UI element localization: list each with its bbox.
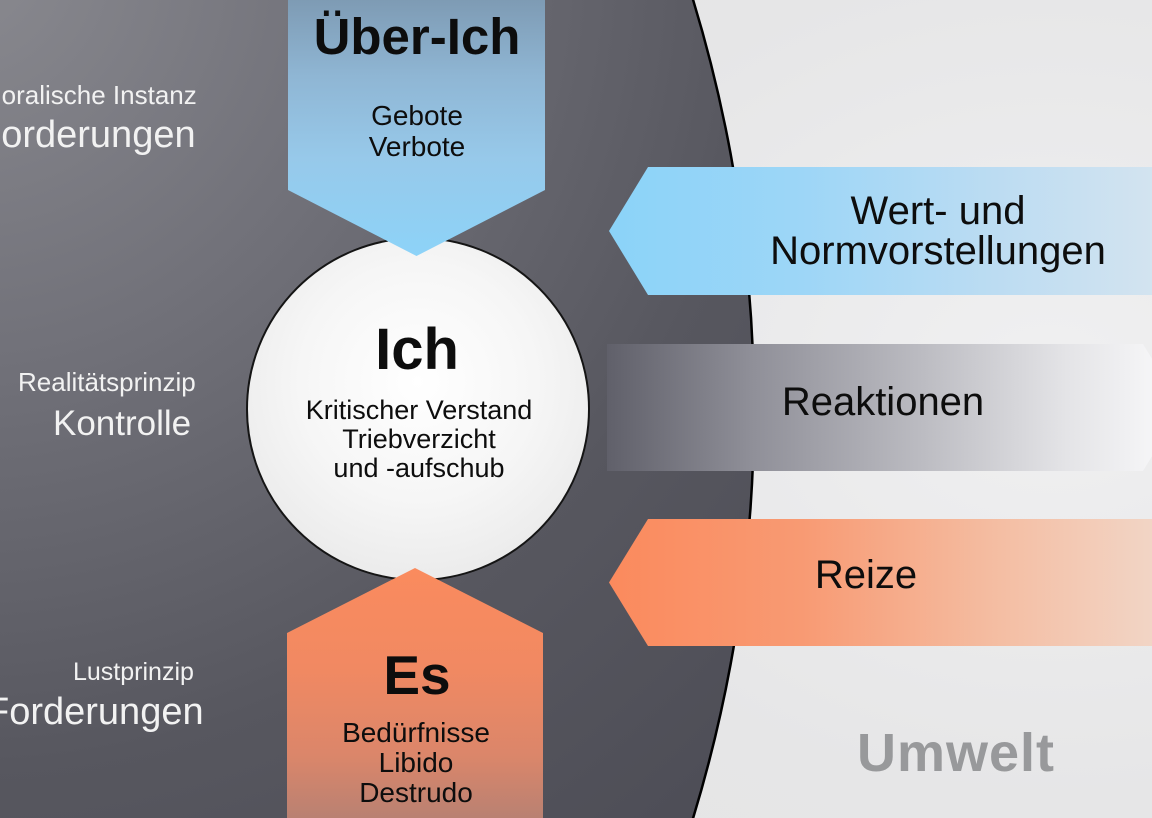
id-function-label: Forderungen <box>0 691 204 733</box>
values-norms-line-1: Wert- und <box>850 189 1026 233</box>
ego-line-1: Kritischer Verstand <box>305 395 533 425</box>
super-ego-title: Über-Ich <box>313 8 521 65</box>
stimuli-arrow <box>609 519 1152 646</box>
ego-description: Kritischer Verstand Triebverzicht und -a… <box>306 396 533 483</box>
ego-line-2: Triebverzicht <box>342 424 496 454</box>
super-ego-function-label: Forderungen <box>0 114 196 156</box>
super-ego-line-1: Gebote <box>371 100 463 131</box>
reactions-arrow <box>607 344 1152 471</box>
id-principle-label: Lustprinzip <box>73 658 194 686</box>
values-norms-arrow-label: Wert- und Normvorstellungen <box>770 191 1106 271</box>
ego-circle <box>246 237 590 581</box>
ego-principle-label: Realitätsprinzip <box>18 367 196 397</box>
reactions-arrow-label: Reaktionen <box>781 380 985 424</box>
id-line-3: Destrudo <box>359 777 473 808</box>
super-ego-principle-label: Moralische Instanz <box>0 80 197 110</box>
ego-function-label: Kontrolle <box>53 404 192 443</box>
environment-label: Umwelt <box>857 723 1056 783</box>
super-ego-line-2: Verbote <box>368 131 466 162</box>
values-norms-line-2: Normvorstellungen <box>770 229 1106 273</box>
id-line-2: Libido <box>378 747 454 778</box>
ego-title: Ich <box>375 317 459 382</box>
id-line-1: Bedürfnisse <box>342 717 490 748</box>
id-title: Es <box>383 644 451 706</box>
values-norms-arrow <box>609 167 1152 295</box>
id-description: Bedürfnisse Libido Destrudo <box>342 718 490 808</box>
stimuli-arrow-label: Reize <box>814 553 918 597</box>
ego-line-3: und -aufschub <box>333 453 505 483</box>
super-ego-description: Gebote Verbote <box>369 100 466 162</box>
